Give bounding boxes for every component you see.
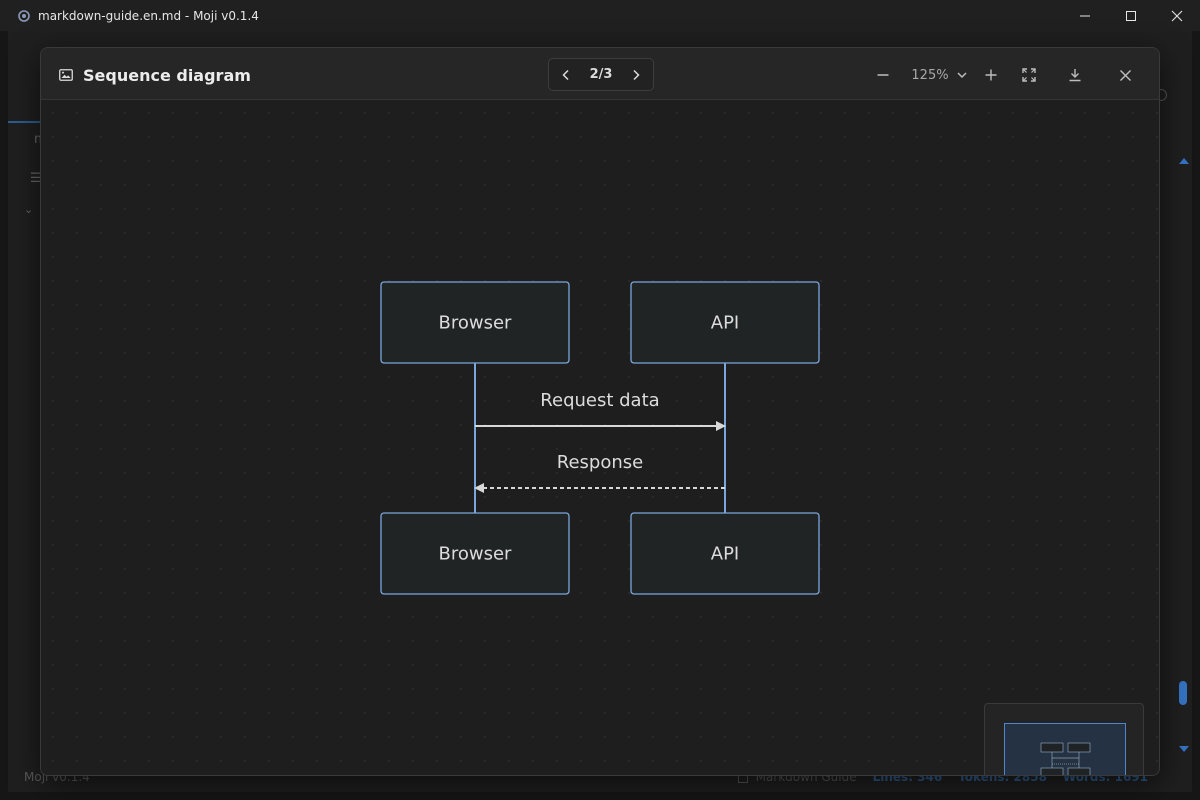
participant-label-browser-top: Browser bbox=[439, 313, 513, 334]
minus-icon bbox=[877, 74, 889, 76]
download-button[interactable] bbox=[1061, 61, 1089, 89]
chevron-left-icon bbox=[562, 69, 569, 80]
download-icon bbox=[1069, 69, 1081, 82]
zoom-level: 125% bbox=[911, 67, 949, 83]
zoom-in-button[interactable] bbox=[977, 61, 1005, 89]
minimize-icon bbox=[1080, 15, 1090, 16]
zoom-out-button[interactable] bbox=[869, 61, 897, 89]
message-label-1: Request data bbox=[540, 390, 659, 411]
participant-box-api-bottom bbox=[630, 512, 820, 595]
window-titlebar: markdown-guide.en.md - Moji v0.1.4 bbox=[0, 0, 1200, 31]
image-icon bbox=[59, 69, 73, 81]
participant-label-browser-bottom: Browser bbox=[439, 544, 513, 565]
scroll-down-icon[interactable] bbox=[1179, 746, 1189, 752]
close-icon bbox=[1119, 69, 1131, 81]
plus-icon bbox=[985, 69, 997, 81]
diagram-minimap[interactable] bbox=[984, 703, 1144, 775]
participant-box-browser-bottom bbox=[380, 512, 570, 595]
modal-toolbar: 125% bbox=[869, 60, 1139, 90]
chevron-down-icon bbox=[957, 72, 967, 79]
maximize-button[interactable] bbox=[1108, 0, 1154, 31]
app-logo-icon bbox=[17, 9, 31, 23]
zoom-dropdown-button[interactable] bbox=[951, 61, 973, 89]
diagram-pager: 2/3 bbox=[548, 58, 654, 91]
participant-box-api-top bbox=[630, 281, 820, 364]
close-icon bbox=[1171, 10, 1183, 21]
minimize-button[interactable] bbox=[1062, 0, 1108, 31]
scroll-up-icon[interactable] bbox=[1179, 158, 1189, 164]
fit-to-screen-button[interactable] bbox=[1015, 61, 1043, 89]
participant-label-api-bottom: API bbox=[711, 544, 739, 565]
participant-label-api-top: API bbox=[711, 313, 739, 334]
list-icon: ☰ bbox=[30, 171, 42, 186]
modal-header: Sequence diagram 2/3 125% bbox=[41, 48, 1159, 100]
maximize-icon bbox=[1126, 10, 1136, 21]
fullscreen-icon bbox=[1022, 68, 1036, 82]
chevron-down-icon: ⌄ bbox=[24, 203, 34, 216]
active-tab-indicator bbox=[8, 121, 41, 123]
window-controls bbox=[1062, 0, 1200, 31]
minimap-viewport[interactable] bbox=[1004, 723, 1126, 775]
participant-box-browser-top bbox=[380, 281, 570, 364]
minimap-diagram bbox=[1040, 742, 1091, 775]
next-diagram-button[interactable] bbox=[619, 59, 653, 90]
window-title: markdown-guide.en.md - Moji v0.1.4 bbox=[38, 8, 259, 23]
scrollbar-thumb[interactable] bbox=[1179, 681, 1187, 705]
modal-title: Sequence diagram bbox=[59, 64, 251, 86]
modal-title-text: Sequence diagram bbox=[83, 65, 251, 85]
diagram-preview-modal: Sequence diagram 2/3 125% bbox=[40, 47, 1160, 776]
previous-diagram-button[interactable] bbox=[549, 59, 583, 90]
close-modal-button[interactable] bbox=[1111, 61, 1139, 89]
message-label-2: Response bbox=[557, 452, 643, 473]
window-close-button[interactable] bbox=[1154, 0, 1200, 31]
page-indicator: 2/3 bbox=[589, 67, 613, 82]
chevron-right-icon bbox=[633, 69, 640, 80]
